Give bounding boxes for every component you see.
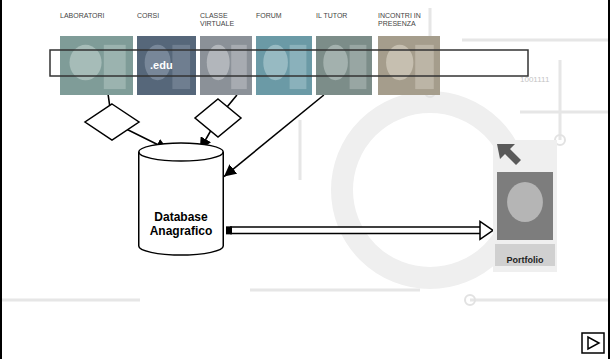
button-frame bbox=[582, 333, 604, 353]
photo-art bbox=[378, 36, 440, 95]
icon-photo-shape bbox=[507, 182, 543, 222]
photo-shape bbox=[415, 45, 434, 89]
photo-art bbox=[200, 36, 252, 95]
play-button bbox=[582, 333, 604, 353]
frame-edge bbox=[608, 0, 610, 359]
photo-shape bbox=[207, 45, 230, 80]
photo-shape bbox=[350, 45, 367, 89]
photo-art bbox=[316, 36, 372, 95]
connector bbox=[226, 221, 493, 239]
portfolio-art bbox=[493, 140, 557, 272]
database-cylinder: Database Anagrafico bbox=[138, 143, 224, 255]
icon-arrow bbox=[497, 144, 521, 165]
binary-watermark: 1001111 bbox=[520, 75, 549, 84]
label-holder: .edu bbox=[150, 55, 173, 73]
course-tile: INCONTRI IN PRESENZA bbox=[378, 10, 440, 95]
course-tile: CLASSE VIRTUALE bbox=[200, 10, 252, 95]
course-tile: LABORATORI bbox=[60, 10, 133, 95]
arrow-tail-block bbox=[226, 226, 232, 234]
tile-photo bbox=[256, 36, 312, 95]
photo-art bbox=[256, 36, 312, 95]
label-holder: 1001111 bbox=[520, 68, 549, 86]
tile-photo bbox=[60, 36, 133, 95]
course-tile: IL TUTOR bbox=[316, 10, 372, 95]
tile-label: IL TUTOR bbox=[316, 10, 372, 20]
tile-label: FORUM bbox=[256, 10, 312, 20]
connector bbox=[195, 95, 241, 150]
circuit-pad bbox=[465, 295, 475, 305]
connector bbox=[85, 95, 168, 150]
diamond-symbol bbox=[85, 104, 139, 140]
watermark-arc bbox=[342, 102, 518, 278]
database-label: Database Anagrafico bbox=[150, 211, 213, 239]
photo-shape bbox=[386, 45, 413, 80]
tile-label: INCONTRI IN PRESENZA bbox=[378, 10, 440, 27]
icon-label-band bbox=[495, 244, 555, 266]
play-triangle bbox=[588, 337, 599, 349]
hollow-arrowhead bbox=[480, 221, 493, 239]
photo-art bbox=[60, 36, 133, 95]
portfolio-icon: Portfolio bbox=[493, 140, 557, 272]
arrow-shaft-inner bbox=[229, 228, 482, 233]
course-tile: FORUM bbox=[256, 10, 312, 95]
circuit-trace bbox=[0, 8, 610, 300]
tile-photo bbox=[378, 36, 440, 95]
photo-shape bbox=[231, 45, 247, 89]
connector bbox=[224, 95, 324, 177]
cylinder-rim bbox=[139, 152, 224, 161]
photo-shape bbox=[172, 45, 190, 89]
circuit-watermark bbox=[0, 8, 610, 305]
icon-ground bbox=[493, 140, 557, 272]
arrow-line bbox=[224, 95, 324, 177]
frame-edge bbox=[0, 0, 2, 359]
course-tile: CORSI bbox=[137, 10, 196, 95]
tile-label: CORSI bbox=[137, 10, 196, 20]
selection-rectangle bbox=[50, 50, 528, 76]
tile-label: LABORATORI bbox=[60, 10, 133, 20]
diamond-symbol bbox=[195, 99, 241, 137]
photo-shape bbox=[323, 45, 348, 80]
cylinder-body bbox=[139, 143, 224, 255]
tile-photo bbox=[200, 36, 252, 95]
photo-caption: .edu bbox=[150, 59, 173, 71]
photo-shape bbox=[69, 45, 101, 80]
tile-label: CLASSE VIRTUALE bbox=[200, 10, 252, 27]
photo-shape bbox=[104, 45, 126, 89]
icon-label: Portfolio bbox=[507, 255, 544, 265]
icon-photo bbox=[497, 172, 553, 240]
photo-shape bbox=[263, 45, 288, 80]
tile-photo bbox=[316, 36, 372, 95]
photo-shape bbox=[290, 45, 307, 89]
